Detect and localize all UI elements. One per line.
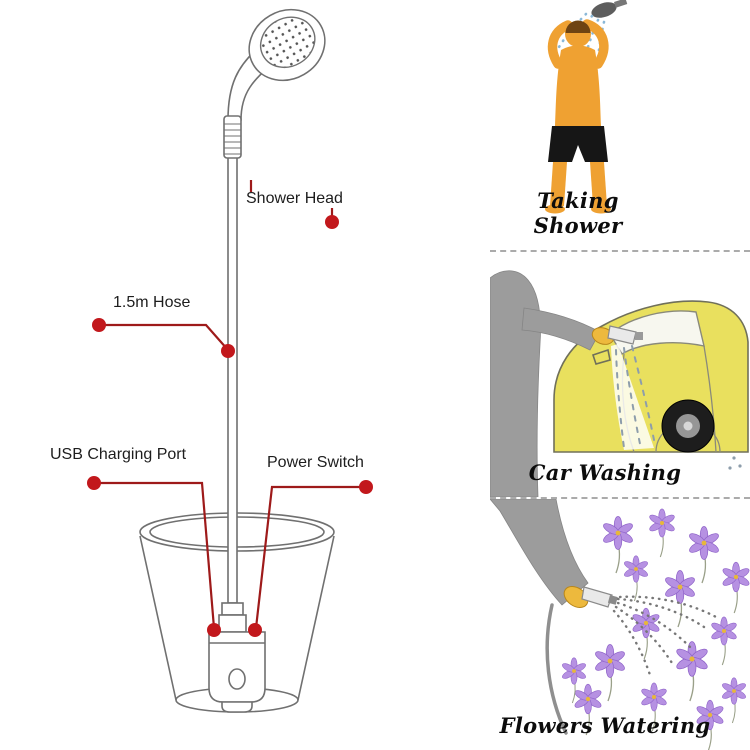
annotation-dot: [221, 344, 235, 358]
annotation-dot: [248, 623, 262, 637]
caption-flowers-watering: Flowers Watering: [499, 713, 711, 738]
car-washing-illustration: [490, 270, 749, 497]
shower-diagram: [87, 8, 373, 713]
showering-person: [545, 19, 611, 214]
annotation-dot: [359, 480, 373, 494]
label-power-switch: Power Switch: [267, 454, 364, 471]
annotation-dot: [325, 215, 339, 229]
usage-panel-taking-shower: Taking Shower: [490, 0, 750, 250]
shower-head-illustration: [223, 8, 326, 159]
usage-panel-flowers-watering: Flowers Watering: [490, 497, 750, 750]
annotation-lines: [87, 180, 373, 637]
hose-illustration: [227, 149, 238, 604]
label-usb-charging-port: USB Charging Port: [50, 446, 187, 463]
handle-grip: [223, 115, 242, 159]
usage-panels: Taking Shower: [490, 0, 750, 750]
annotation-dot: [87, 476, 101, 490]
watering-arm: [490, 499, 618, 735]
label-hose: 1.5m Hose: [113, 294, 191, 311]
caption-car-washing: Car Washing: [528, 460, 682, 485]
washing-person: [490, 270, 643, 497]
usage-panel-car-washing: Car Washing: [490, 250, 750, 497]
water-drops: [615, 345, 655, 449]
taking-shower-illustration: [545, 0, 628, 214]
flowers-watering-illustration: [490, 499, 750, 750]
annotation-dot: [92, 318, 106, 332]
caption-taking-shower: Taking Shower: [533, 188, 623, 238]
spray-mist: [612, 595, 718, 677]
annotation-dot: [207, 623, 221, 637]
label-shower-head: Shower Head: [246, 190, 343, 207]
pump-illustration: [208, 602, 266, 713]
